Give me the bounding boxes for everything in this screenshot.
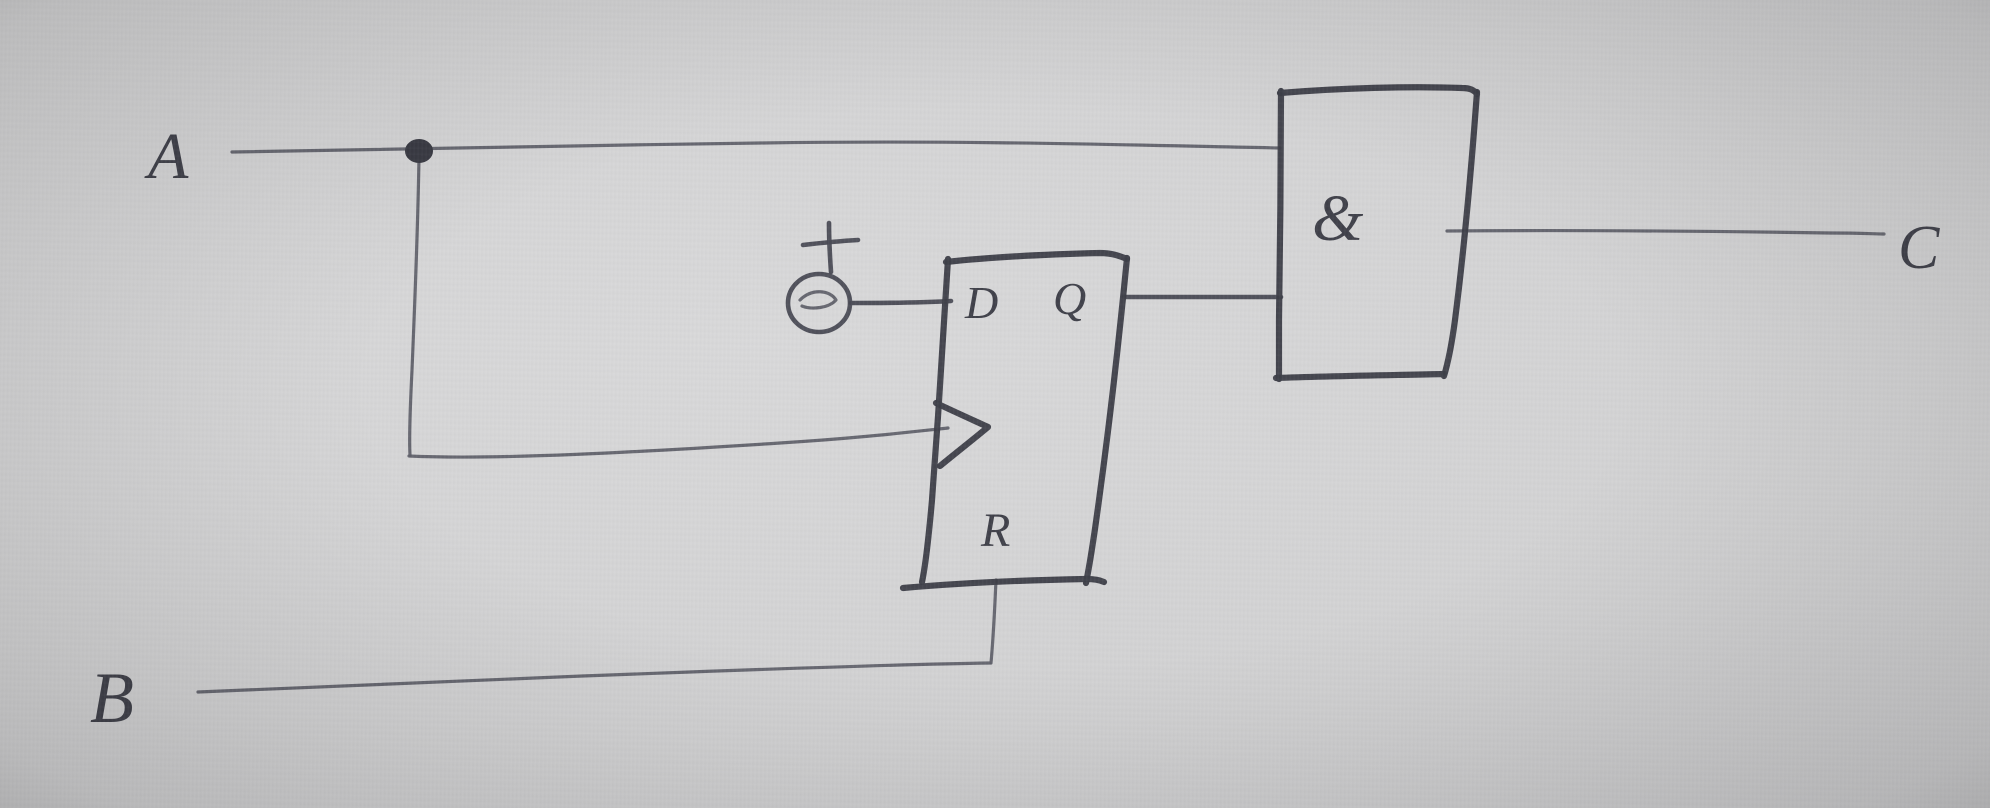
label-input-a: A: [144, 120, 189, 193]
and-gate-symbol: &: [1312, 182, 1364, 255]
clock-triangle-icon: [932, 399, 992, 470]
label-input-b: B: [90, 658, 134, 738]
ff-pin-label-r: R: [980, 504, 1010, 557]
supply-terminal[interactable]: [785, 220, 861, 335]
ff-pin-label-d: D: [964, 277, 998, 328]
wire-net-c: [1445, 229, 1886, 236]
supply-circle-icon: [785, 271, 853, 335]
plus-icon: [800, 220, 861, 275]
and-gate-block[interactable]: &: [1272, 84, 1481, 383]
ff-pin-label-q: Q: [1053, 273, 1086, 324]
d-flip-flop-block[interactable]: D Q R: [899, 249, 1131, 592]
wire-net-vcc: [848, 298, 954, 306]
wire-net-b: [196, 578, 998, 694]
label-output-c: C: [1898, 214, 1940, 282]
wire-net-a: [230, 139, 1282, 459]
